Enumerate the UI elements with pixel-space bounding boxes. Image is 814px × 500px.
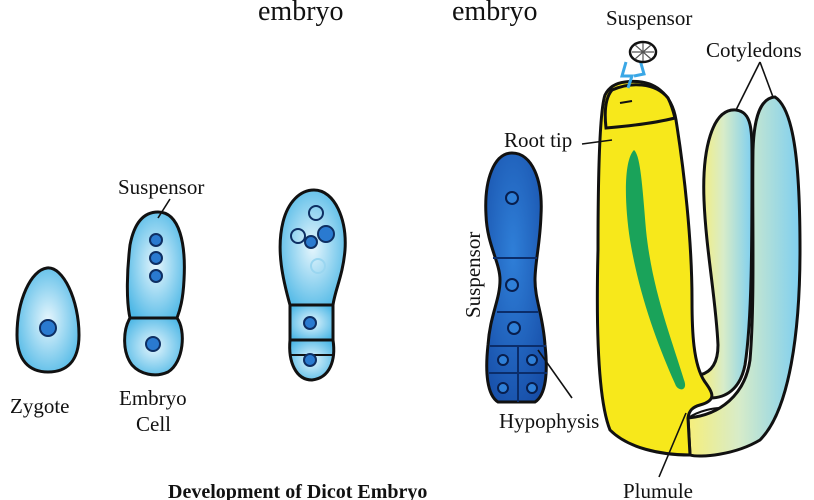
plumule-label: Plumule <box>623 479 693 500</box>
stage4-embryo <box>486 153 547 402</box>
suspensor-label-top: Suspensor <box>606 6 692 30</box>
root-tip-label: Root tip <box>504 128 572 152</box>
mature-embryo <box>597 42 800 456</box>
stage2-embryo <box>125 212 185 375</box>
hypophysis-label: Hypophysis <box>499 409 599 433</box>
zygote-cell <box>17 268 79 372</box>
zygote-nucleus <box>40 320 56 336</box>
figure-caption: Development of Dicot Embryo <box>168 481 427 500</box>
stage3-embryo <box>280 190 345 380</box>
suspensor-label-stage2: Suspensor <box>118 175 204 199</box>
zygote-label: Zygote <box>10 394 69 418</box>
suspensor-label-stage4: Suspensor <box>461 232 485 318</box>
header-fragment-2: embryo <box>452 0 538 27</box>
cotyledons-label: Cotyledons <box>706 38 802 62</box>
embryo-body <box>597 81 712 455</box>
embryo-cell-label-line1: Embryo <box>119 386 187 410</box>
inner-cotyledon <box>700 110 752 398</box>
embryo-cell-label-line2: Cell <box>136 412 171 436</box>
header-fragment-1: embryo <box>258 0 344 27</box>
root-tip-cap <box>605 85 675 128</box>
